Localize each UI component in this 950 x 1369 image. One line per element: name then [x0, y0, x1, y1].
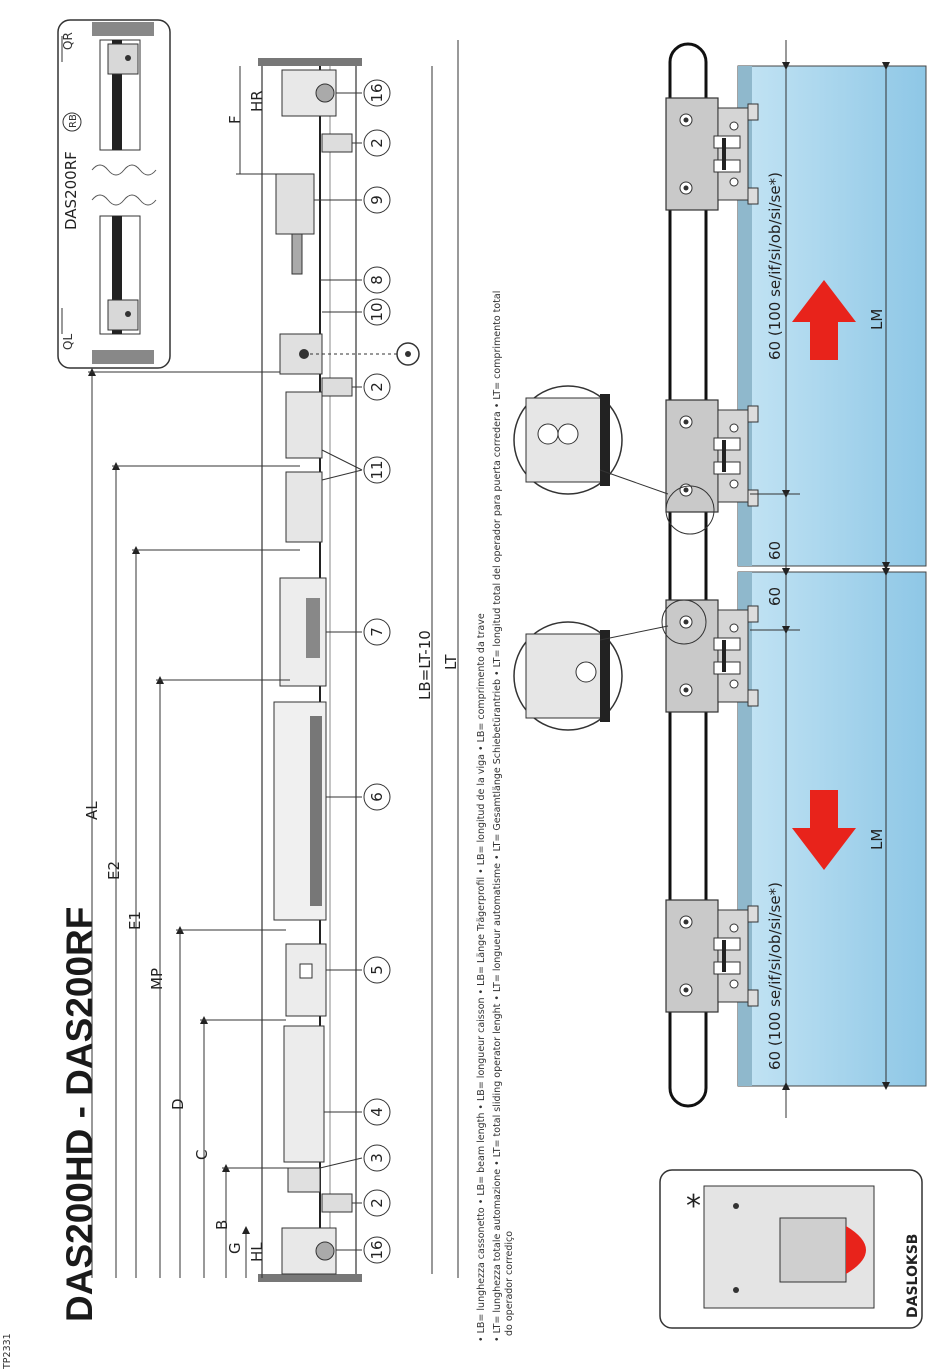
svg-text:16: 16 — [368, 83, 386, 102]
gap-label-right: 60 (100 se/if/si/ob/si/se*) — [766, 172, 784, 360]
inset-label-ql: QL — [61, 334, 75, 350]
center-gap-left: 60 — [766, 587, 784, 606]
note-lt-cont: do operador corrediço — [504, 1231, 515, 1336]
callout-2-top: 2 — [352, 129, 391, 157]
dimension-lines — [88, 40, 459, 1278]
gap-label-left: 60 (100 se/if/si/ob/si/se*) — [766, 882, 784, 1070]
lm-label-right: LM — [868, 309, 886, 330]
callout-5: 5 — [326, 956, 391, 984]
callout-2-bottom: 2 — [352, 1189, 391, 1217]
inset-das200rf — [57, 19, 171, 369]
svg-text:11: 11 — [368, 460, 386, 479]
dim-f: F — [226, 115, 244, 124]
note-lt: • LT= lunghezza totale automazione • LT=… — [492, 291, 503, 1342]
svg-text:3: 3 — [368, 1153, 386, 1163]
inset-label-rb: RB — [68, 114, 79, 128]
callout-6: 6 — [326, 783, 391, 811]
dim-mp: MP — [148, 968, 166, 990]
svg-text:16: 16 — [368, 1240, 386, 1259]
dim-g: G — [226, 1242, 244, 1254]
callout-10: 10 — [322, 298, 391, 326]
note-lb: • LB= lunghezza cassonetto • LB= beam le… — [476, 613, 487, 1342]
svg-text:9: 9 — [368, 195, 386, 205]
dim-e2: E2 — [105, 861, 123, 880]
svg-text:6: 6 — [368, 792, 386, 802]
callout-11: 11 — [321, 449, 391, 484]
svg-text:2: 2 — [368, 382, 386, 392]
dim-c: C — [193, 1150, 211, 1160]
svg-text:5: 5 — [368, 965, 386, 975]
svg-text:2: 2 — [368, 1198, 386, 1208]
callout-8: 8 — [320, 266, 391, 294]
svg-text:2: 2 — [368, 138, 386, 148]
dim-al: AL — [83, 801, 101, 820]
detail-circle-upper — [513, 385, 715, 535]
dim-lb-formula: LB=LT-10 — [416, 630, 434, 700]
dim-d: D — [169, 1098, 187, 1110]
callout-16-top: 16 — [336, 79, 391, 107]
dim-e1: E1 — [126, 911, 144, 930]
dim-b: B — [213, 1220, 231, 1230]
callout-9: 9 — [314, 186, 391, 214]
dim-hl: HL — [248, 1242, 266, 1262]
operator-beam — [258, 58, 420, 1282]
svg-text:4: 4 — [368, 1107, 386, 1117]
page-title: DAS200HD - DAS200RF — [59, 907, 100, 1322]
center-gap-right: 60 — [766, 541, 784, 560]
accessory-asterisk: * — [686, 1189, 701, 1224]
callouts: 16 2 9 8 10 2 11 7 6 5 4 3 2 16 — [314, 79, 391, 1264]
inset-model-label: DAS200RF — [62, 151, 80, 230]
callout-7: 7 — [326, 618, 391, 646]
page-code: TP2331 — [2, 1333, 13, 1369]
accessory-inset — [659, 1169, 923, 1329]
door-assembly — [665, 40, 927, 1118]
detail-circle-lower — [513, 599, 707, 731]
callout-3: 3 — [319, 1144, 391, 1172]
inset-label-qr: QR — [61, 32, 75, 50]
dim-hr: HR — [248, 90, 266, 112]
callout-16-bottom: 16 — [336, 1236, 391, 1264]
svg-text:7: 7 — [368, 627, 386, 637]
svg-text:10: 10 — [368, 302, 386, 321]
callout-4: 4 — [324, 1098, 391, 1126]
accessory-label: DASLOKSB — [905, 1234, 921, 1318]
callout-2-mid: 2 — [352, 373, 391, 401]
lm-label-left: LM — [868, 829, 886, 850]
svg-text:8: 8 — [368, 275, 386, 285]
dim-lt: LT — [442, 654, 460, 670]
